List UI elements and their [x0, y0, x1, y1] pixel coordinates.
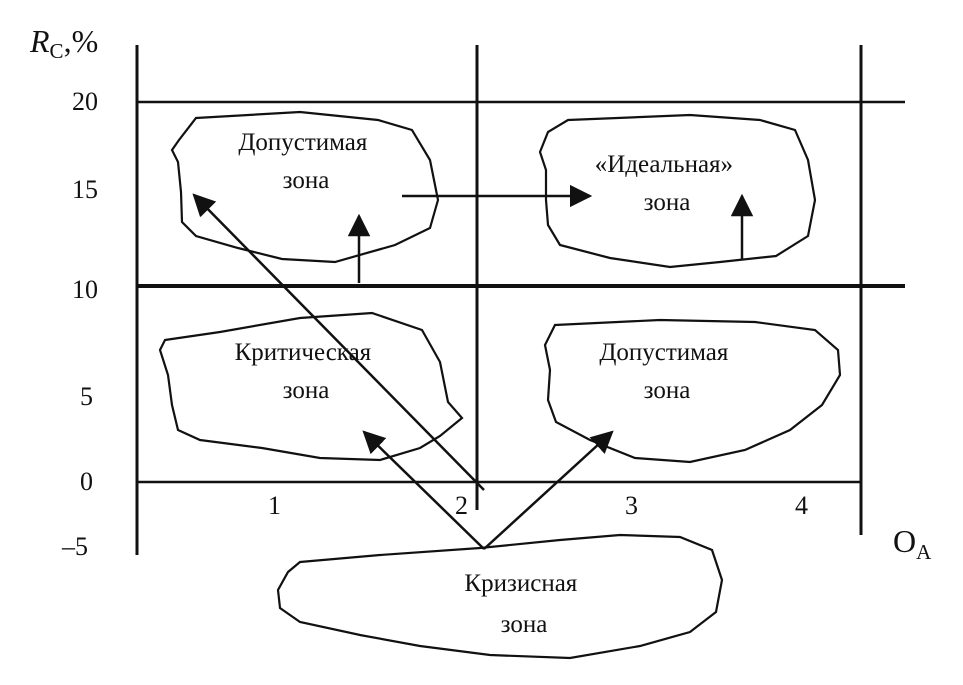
arrows — [192, 184, 754, 550]
arrow-crisis-to-acceptable-bottom — [483, 430, 614, 550]
grid — [135, 45, 905, 555]
y-tick-label: 0 — [80, 467, 93, 496]
acceptable-zone-top-label: Допустимая зона — [238, 129, 373, 194]
ideal-zone-label: «Идеальная» зона — [595, 151, 740, 216]
zone-blobs — [158, 110, 842, 660]
acceptable-zone-top-outline — [170, 110, 440, 264]
x-tick-label: 4 — [795, 491, 808, 520]
x-tick-label: 3 — [625, 491, 638, 520]
x-tick-label: 2 — [455, 491, 468, 520]
y-tick-label: 20 — [72, 87, 98, 116]
x-axis-title: OA — [893, 523, 932, 564]
zone-labels: Допустимая зона «Идеальная» зона Критиче… — [235, 129, 740, 638]
y-axis-title: RC,% — [29, 23, 98, 63]
x-tick-labels: 1 2 3 4 — [268, 491, 808, 520]
y-tick-label: 10 — [72, 275, 98, 304]
y-tick-label: 15 — [72, 175, 98, 204]
critical-zone-label: Критическая зона — [235, 339, 378, 404]
arrow-crisis-to-critical — [362, 430, 485, 550]
y-tick-label: 5 — [80, 382, 93, 411]
x-tick-label: 1 — [268, 491, 281, 520]
y-tick-labels: 20 15 10 5 0 –5 — [61, 87, 98, 561]
y-tick-label: –5 — [61, 532, 88, 561]
ideal-zone-outline — [538, 113, 817, 269]
crisis-zone-outline — [276, 533, 724, 660]
crisis-zone-label: Кризисная зона — [464, 570, 583, 638]
acceptable-zone-bottom-label: Допустимая зона — [599, 339, 734, 404]
arrow-origin-to-acceptable-top — [192, 193, 485, 491]
acceptable-zone-bottom-outline — [543, 318, 842, 464]
critical-zone-outline — [158, 311, 464, 462]
